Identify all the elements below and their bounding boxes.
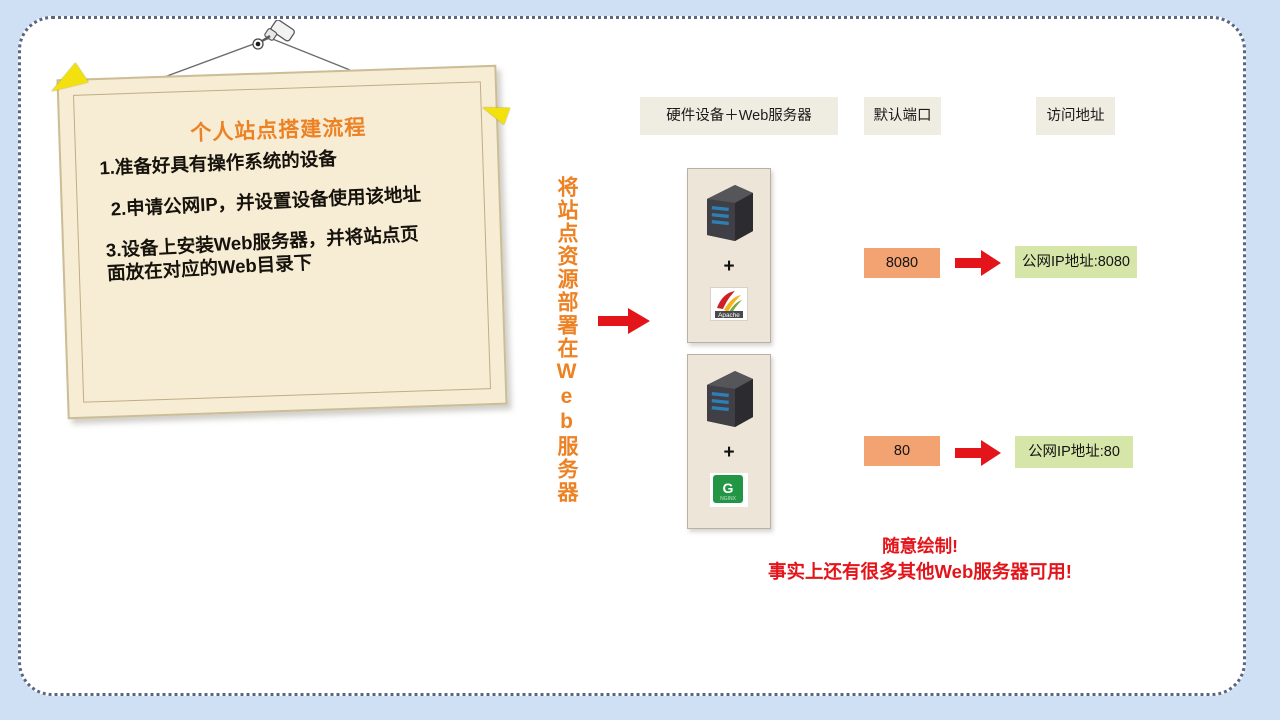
footnote: 随意绘制! 事实上还有很多其他Web服务器可用! — [700, 534, 1140, 586]
server-tower-icon — [707, 185, 753, 241]
server-card-apache: + Apache — [687, 168, 771, 343]
address-chip-1: 公网IP地址:8080 — [1015, 246, 1137, 278]
svg-text:G: G — [723, 480, 734, 496]
row-arrow-icon-2 — [955, 440, 1001, 466]
column-label-hardware: 硬件设备＋Web服务器 — [640, 97, 838, 135]
nginx-logo: G NGINX — [710, 473, 748, 507]
address-chip-2: 公网IP地址:80 — [1015, 436, 1133, 468]
row-arrow-icon-1 — [955, 250, 1001, 276]
svg-text:NGINX: NGINX — [720, 496, 737, 502]
column-label-address: 访问地址 — [1036, 97, 1115, 135]
server-card-nginx: + G NGINX — [687, 354, 771, 529]
plus-sign-2: + — [723, 442, 735, 463]
svg-text:Apache: Apache — [718, 312, 740, 319]
server-tower-icon — [707, 371, 753, 427]
note-step-3: 3.设备上安装Web服务器，并将站点页 面放在对应的Web目录下 — [105, 222, 420, 284]
column-label-port: 默认端口 — [864, 97, 941, 135]
deployment-caption: 将站点资源部署在Web服务器 — [555, 176, 578, 504]
port-chip-1: 8080 — [864, 248, 940, 278]
main-flow-arrow-icon — [598, 308, 650, 334]
port-chip-2: 80 — [864, 436, 940, 466]
note-step-2: 2.申请公网IP，并设置设备使用该地址 — [110, 183, 422, 220]
note-step-list: 1.准备好具有操作系统的设备 2.申请公网IP，并设置设备使用该地址 3.设备上… — [99, 143, 484, 298]
footnote-line-2: 事实上还有很多其他Web服务器可用! — [768, 561, 1072, 583]
plus-sign-1: + — [723, 256, 735, 277]
note-frame: 个人站点搭建流程 1.准备好具有操作系统的设备 2.申请公网IP，并设置设备使用… — [46, 60, 511, 420]
apache-logo: Apache — [710, 287, 748, 321]
footnote-line-1: 随意绘制! — [882, 536, 958, 556]
